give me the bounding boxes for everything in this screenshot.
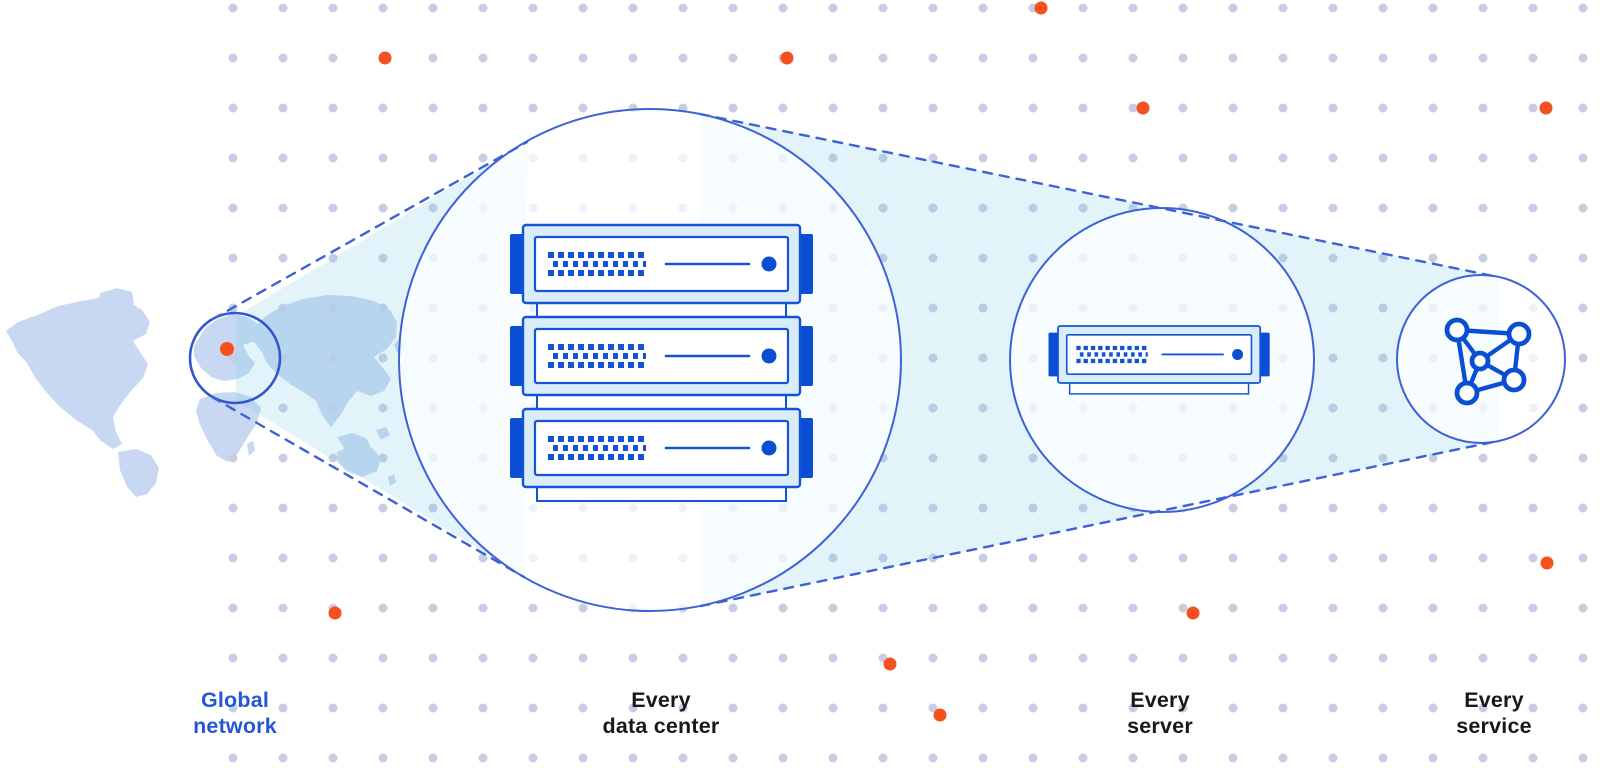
- zoom-dashed-lines: [210, 112, 1500, 608]
- label-line: Every: [631, 688, 691, 712]
- label-global-network: Global network: [193, 687, 277, 739]
- label-line: Every: [1130, 688, 1190, 712]
- label-line: service: [1456, 714, 1532, 738]
- server-rack-icon: [508, 223, 815, 502]
- label-line: server: [1127, 714, 1193, 738]
- server-unit-icon: [508, 315, 815, 397]
- map-location-marker-icon: [220, 342, 234, 356]
- orange-accent-dots: [328, 1, 1554, 722]
- server-unit-icon: [508, 223, 815, 305]
- label-line: network: [193, 714, 277, 738]
- label-line: Every: [1464, 688, 1524, 712]
- server-unit-icon: [508, 407, 815, 489]
- label-line: Global: [200, 688, 270, 712]
- map-highlight-circle: [188, 311, 282, 405]
- label-line: data center: [602, 714, 720, 738]
- label-every-server: Every server: [1127, 687, 1193, 739]
- network-mesh-icon: [1444, 317, 1532, 406]
- label-every-service: Every service: [1456, 687, 1532, 739]
- label-every-data-center: Every data center: [603, 687, 720, 739]
- server-unit-icon: [1047, 325, 1271, 395]
